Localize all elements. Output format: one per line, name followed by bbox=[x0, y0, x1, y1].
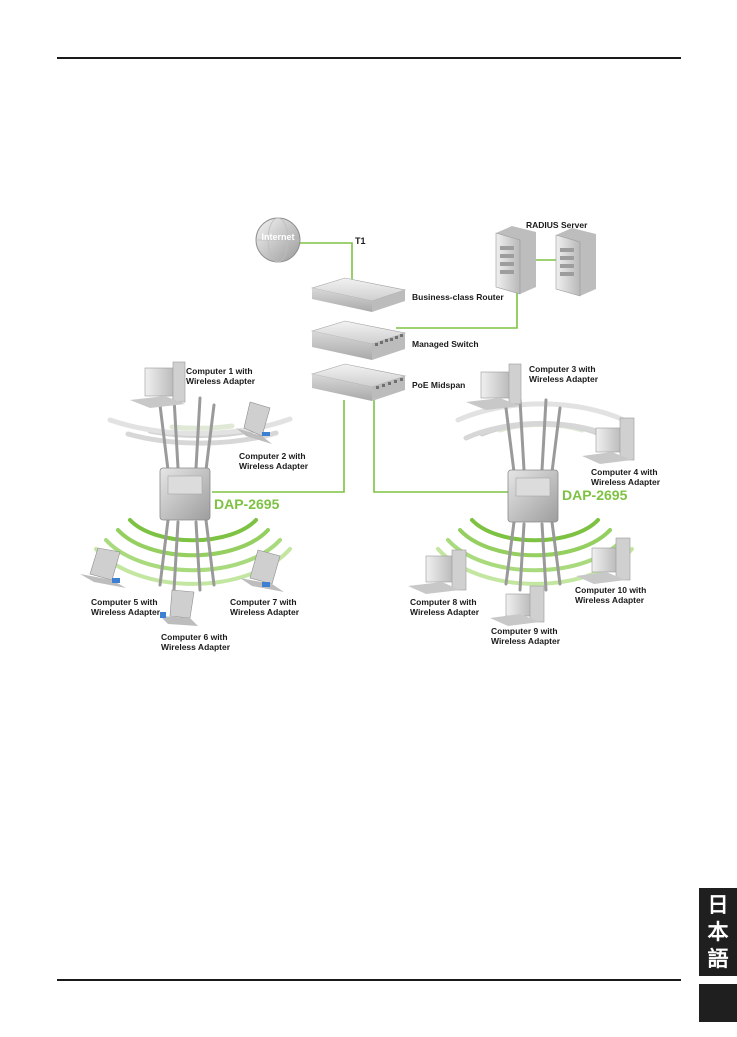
radius-server-label: RADIUS Server bbox=[526, 220, 588, 230]
computer-3-icon bbox=[466, 363, 522, 410]
page-number-tab bbox=[699, 984, 737, 1022]
internet-label: Internet bbox=[261, 232, 294, 242]
t1-label: T1 bbox=[355, 236, 366, 246]
access-point-right bbox=[504, 398, 562, 592]
ap-right-label: DAP-2695 bbox=[562, 487, 628, 503]
language-char-3: 語 bbox=[707, 946, 729, 971]
computer-4-icon bbox=[582, 417, 635, 464]
computer-6-icon bbox=[160, 589, 198, 626]
ap-left-label: DAP-2695 bbox=[214, 496, 280, 512]
cable-midspan-left-ap bbox=[212, 400, 345, 493]
access-point-left bbox=[158, 396, 216, 592]
midspan-icon bbox=[310, 363, 407, 401]
router-icon bbox=[310, 277, 407, 312]
switch-label: Managed Switch bbox=[412, 339, 479, 349]
language-tab-japanese: 日 本 語 bbox=[699, 888, 737, 976]
language-char-2: 本 bbox=[707, 919, 729, 944]
top-rule bbox=[57, 57, 681, 59]
cables bbox=[212, 242, 556, 493]
computer-10-icon bbox=[576, 537, 631, 584]
midspan-label: PoE Midspan bbox=[412, 380, 465, 390]
switch-icon bbox=[310, 320, 407, 360]
language-char-1: 日 bbox=[707, 892, 729, 917]
computer-2-icon bbox=[236, 401, 272, 444]
radius-server-icon bbox=[495, 226, 596, 297]
cable-radius-switch bbox=[396, 290, 518, 329]
computer-9-icon bbox=[490, 585, 545, 626]
cable-internet-router bbox=[291, 242, 353, 280]
bottom-rule bbox=[57, 979, 681, 981]
computer-1-icon bbox=[130, 361, 186, 408]
computer-5-icon bbox=[80, 547, 126, 588]
internet-globe: Internet bbox=[255, 217, 301, 263]
cable-midspan-right-ap bbox=[373, 394, 508, 493]
router-label: Business-class Router bbox=[412, 292, 504, 302]
computer-7-icon bbox=[240, 549, 284, 592]
computer-8-icon bbox=[408, 549, 467, 594]
